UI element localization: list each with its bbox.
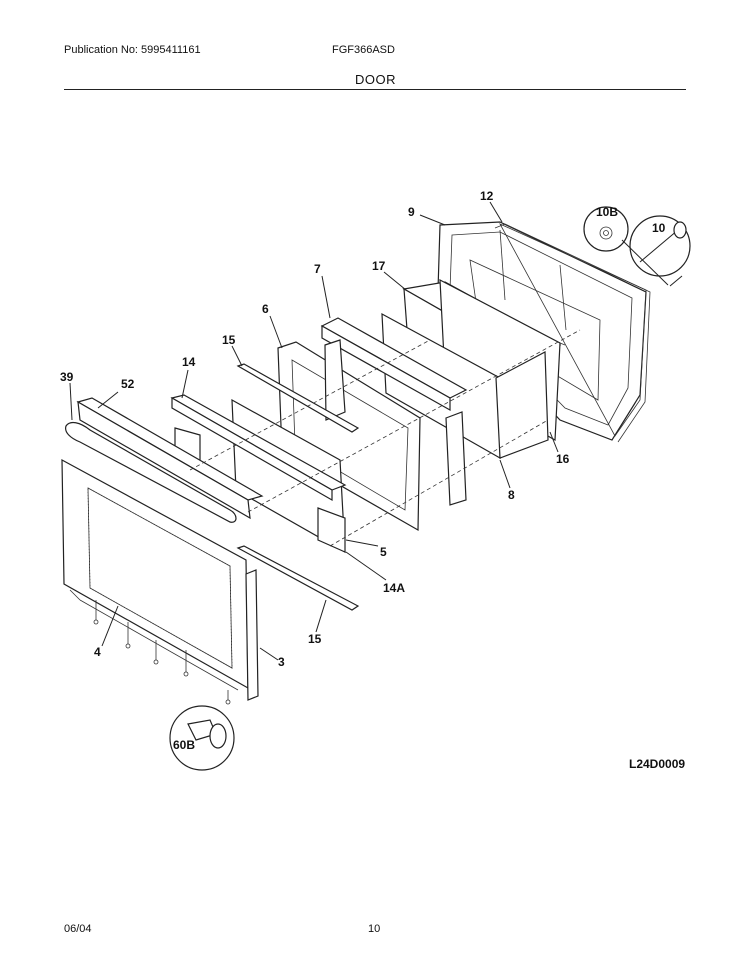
callout-5: 5 <box>380 545 387 559</box>
door-handle <box>65 397 264 523</box>
section-title: DOOR <box>355 72 396 87</box>
callout-8: 8 <box>508 488 515 502</box>
callout-15-bottom: 15 <box>308 632 322 646</box>
callout-4: 4 <box>94 645 101 659</box>
callout-14: 14 <box>182 355 196 369</box>
trim-14 <box>170 394 347 502</box>
footer-page-number: 10 <box>368 923 381 935</box>
footer-date: 06/04 <box>64 923 92 935</box>
publication-number: Publication No: 5995411161 <box>64 44 201 56</box>
leader-lines <box>69 201 559 661</box>
trim-strip-15-bottom <box>236 545 360 611</box>
bottom-screws <box>93 600 231 705</box>
alignment-lines <box>189 329 581 547</box>
callout-6: 6 <box>262 302 269 316</box>
model-number: FGF366ASD <box>332 44 395 56</box>
callout-3: 3 <box>278 655 285 669</box>
callout-60b: 60B <box>173 738 195 752</box>
insulation-bar-7 <box>320 317 468 506</box>
header-rule <box>64 89 686 90</box>
callout-16: 16 <box>556 452 570 466</box>
callout-9: 9 <box>408 205 415 219</box>
door-gasket <box>494 223 651 443</box>
callout-39: 39 <box>60 370 74 384</box>
screw-inset-60b <box>169 705 235 771</box>
callout-7: 7 <box>314 262 321 276</box>
callout-14a: 14A <box>383 581 405 595</box>
side-trim-3 <box>245 569 259 701</box>
hinge-screw-inset <box>583 206 691 287</box>
callout-17: 17 <box>372 259 386 273</box>
callout-52: 52 <box>121 377 135 391</box>
callout-15-top: 15 <box>222 333 236 347</box>
callout-12: 12 <box>480 189 494 203</box>
callout-10: 10 <box>652 221 666 235</box>
drawing-code: L24D0009 <box>629 757 686 771</box>
callout-10b: 10B <box>596 205 618 219</box>
door-frame-6 <box>277 339 421 532</box>
trim-strip-15-top <box>236 363 360 433</box>
